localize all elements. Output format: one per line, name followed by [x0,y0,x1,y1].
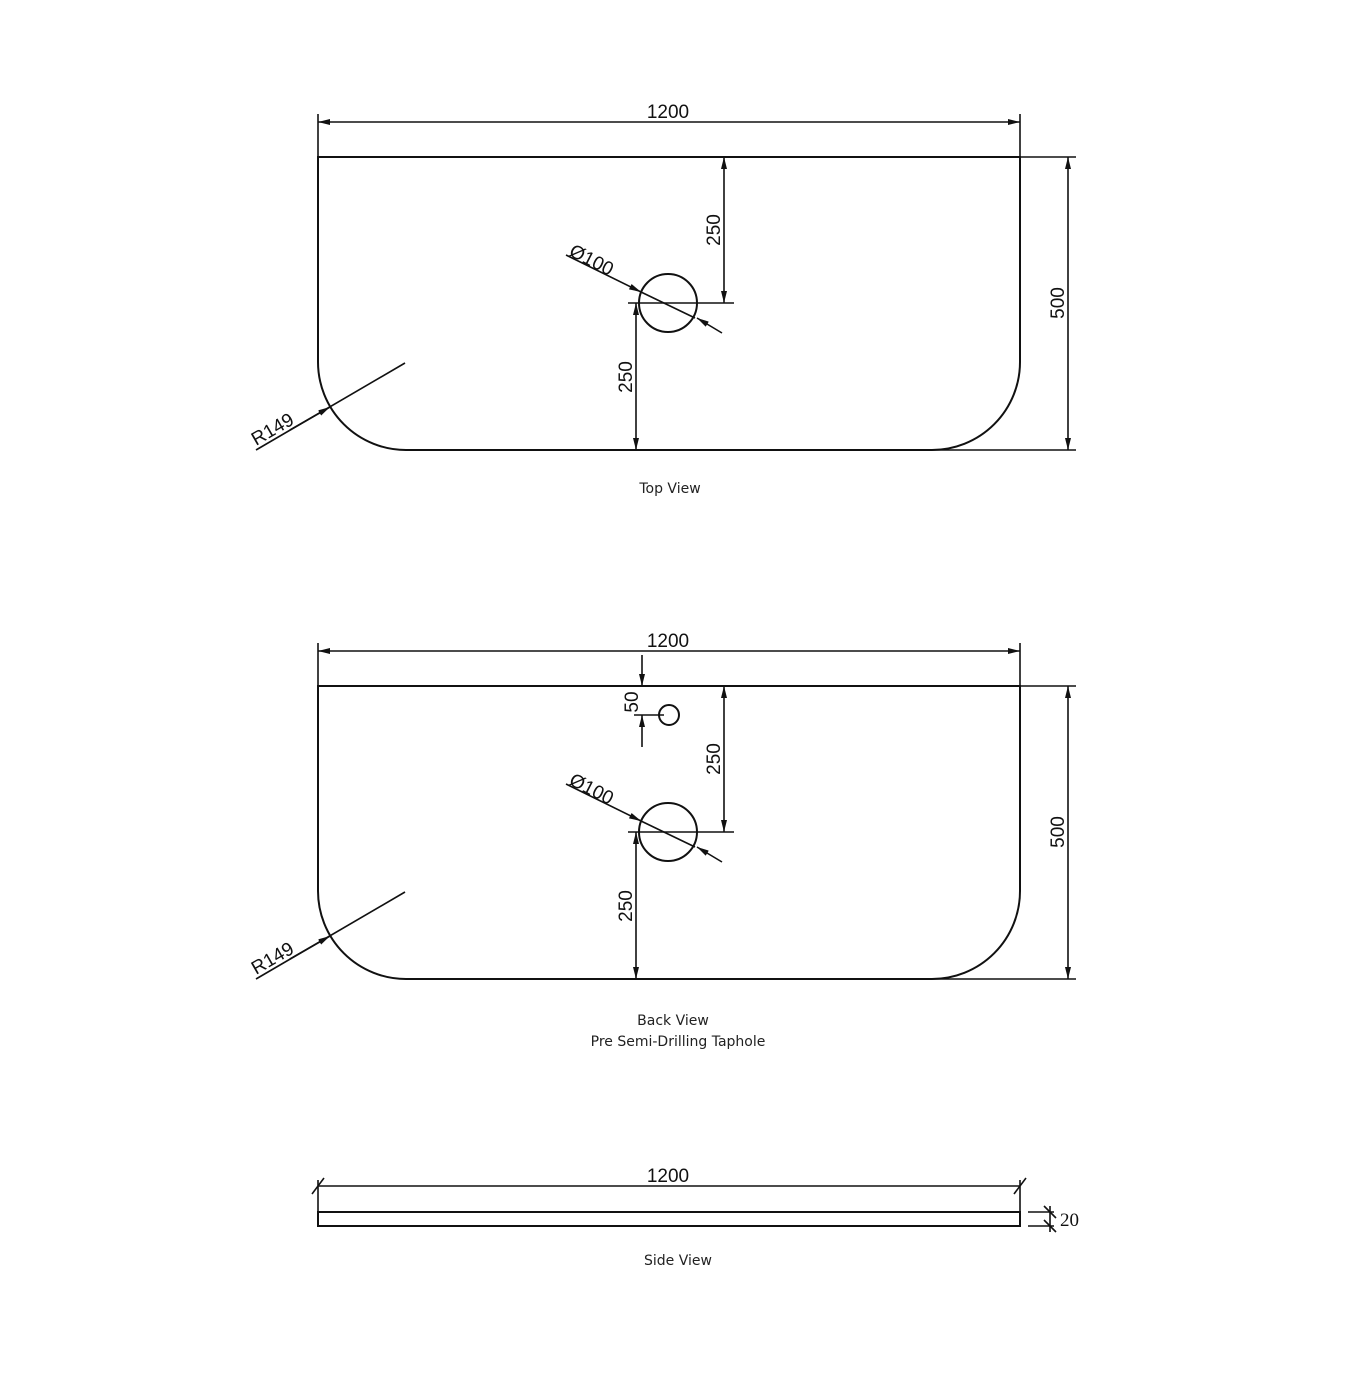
hole-from-back-dimension: 250 [704,743,725,775]
hole-from-front-dimension: 250 [616,890,637,922]
depth-dimension: 500 [1048,287,1069,319]
top-view-caption: Top View [638,481,700,497]
countertop-side-profile [317,1211,1021,1227]
hole-diameter-dimension: Ø100 [566,770,617,810]
depth-dimension: 500 [1048,816,1069,848]
hole-diameter-dimension: Ø100 [566,241,617,281]
side-view-caption: Side View [644,1253,712,1269]
width-dimension: 1200 [647,631,689,652]
side-view: 1200 20 Side View [311,1166,1079,1269]
corner-radius-dimension: R149 [248,409,298,450]
thickness-dimension: 20 [1060,1210,1079,1231]
back-view-subcaption: Pre Semi-Drilling Taphole [591,1034,766,1050]
taphole-offset-dimension: 50 [622,691,643,712]
top-view: 1200 500 250 250 Ø100 R149 Top View [248,102,1076,497]
back-view-caption: Back View [637,1013,709,1029]
back-view: 1200 500 50 250 250 Ø100 R149 Back View … [248,631,1076,1050]
width-dimension: 1200 [647,102,689,123]
hole-from-front-dimension: 250 [616,361,637,393]
width-dimension: 1200 [647,1166,689,1187]
hole-from-back-dimension: 250 [704,214,725,246]
corner-radius-dimension: R149 [248,938,298,979]
